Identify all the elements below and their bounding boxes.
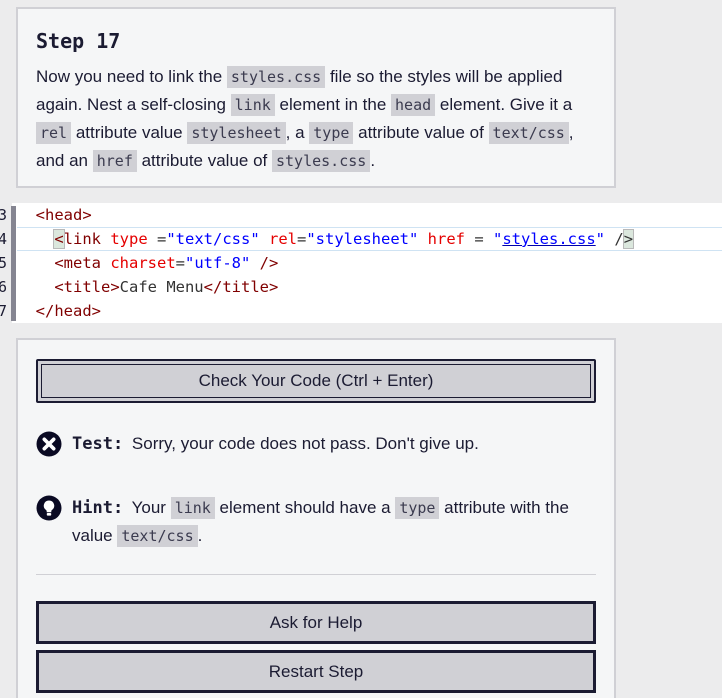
inline-code: link bbox=[170, 497, 215, 519]
step-title: Step 17 bbox=[36, 29, 121, 53]
code-token: " bbox=[595, 230, 615, 248]
code-token: "text/css" bbox=[166, 230, 269, 248]
code-token: Cafe Menu bbox=[119, 278, 204, 296]
code-token: = bbox=[147, 230, 167, 248]
line-number: 7 bbox=[0, 302, 7, 320]
code-line[interactable]: <title>Cafe Menu</title> bbox=[17, 275, 722, 299]
instructions-text: Now you need to link the styles.css file… bbox=[36, 66, 574, 172]
code-token: type bbox=[110, 230, 148, 248]
editable-region-marker bbox=[11, 206, 16, 321]
code-token: / bbox=[614, 230, 624, 248]
x-circle-icon bbox=[36, 431, 62, 457]
test-label: Test: bbox=[72, 434, 124, 454]
lightbulb-icon bbox=[36, 495, 62, 521]
line-gutter: 3 4 5 6 7 bbox=[0, 203, 12, 323]
code-token: href bbox=[427, 230, 465, 248]
code-token: "stylesheet" bbox=[306, 230, 428, 248]
code-token: charset bbox=[110, 254, 176, 272]
inline-code: text/css bbox=[117, 525, 198, 547]
inline-code: head bbox=[391, 94, 436, 116]
inline-code: text/css bbox=[488, 122, 569, 144]
code-token: = bbox=[175, 254, 185, 272]
code-token: <title> bbox=[54, 278, 120, 296]
inline-code: stylesheet bbox=[187, 122, 286, 144]
code-token: " bbox=[493, 230, 503, 248]
check-code-button[interactable]: Check Your Code (Ctrl + Enter) bbox=[36, 359, 596, 403]
inline-code: styles.css bbox=[226, 66, 326, 88]
code-token: = bbox=[297, 230, 307, 248]
inline-code: type bbox=[309, 122, 354, 144]
test-results-panel: Check Your Code (Ctrl + Enter) Test: Sor… bbox=[16, 338, 616, 698]
code-token: </title> bbox=[203, 278, 279, 296]
code-line[interactable]: </head> bbox=[17, 299, 722, 323]
code-token: < bbox=[53, 229, 65, 249]
code-token: </head> bbox=[35, 302, 101, 320]
divider bbox=[36, 574, 596, 575]
code-line[interactable]: <head> bbox=[17, 203, 722, 227]
code-token: /> bbox=[259, 254, 279, 272]
inline-code: rel bbox=[36, 122, 72, 144]
code-editor[interactable]: 3 4 5 6 7 <head> <link type ="text/css" … bbox=[0, 203, 722, 323]
test-message: Sorry, your code does not pass. Don't gi… bbox=[131, 434, 479, 453]
line-number: 4 bbox=[0, 230, 7, 248]
line-number: 6 bbox=[0, 278, 7, 296]
hint-message: Your link element should have a type att… bbox=[72, 497, 569, 547]
hint-label: Hint: bbox=[72, 498, 124, 518]
hint-feedback: Hint: Your link element should have a ty… bbox=[36, 494, 596, 550]
inline-code: type bbox=[395, 497, 440, 519]
inline-code: link bbox=[230, 94, 275, 116]
code-token: link bbox=[63, 230, 111, 248]
line-number: 3 bbox=[0, 206, 7, 224]
code-token: <meta bbox=[54, 254, 111, 272]
code-line-active[interactable]: <link type ="text/css" rel="stylesheet" … bbox=[17, 227, 722, 251]
inline-code: styles.css bbox=[272, 150, 371, 172]
code-token: rel bbox=[269, 230, 297, 248]
code-line[interactable]: <meta charset="utf-8" /> bbox=[17, 251, 722, 275]
code-token: "utf-8" bbox=[185, 254, 260, 272]
restart-step-button[interactable]: Restart Step bbox=[36, 650, 596, 693]
instructions-panel: Step 17 Now you need to link the styles.… bbox=[16, 7, 616, 188]
inline-code: href bbox=[92, 150, 137, 172]
code-token: = bbox=[465, 230, 493, 248]
code-token: <head> bbox=[35, 206, 92, 224]
ask-for-help-button[interactable]: Ask for Help bbox=[36, 601, 596, 644]
code-token: > bbox=[622, 229, 635, 249]
line-number: 5 bbox=[0, 254, 7, 272]
code-token: styles.css bbox=[502, 230, 596, 248]
test-feedback: Test: Sorry, your code does not pass. Do… bbox=[36, 430, 596, 458]
